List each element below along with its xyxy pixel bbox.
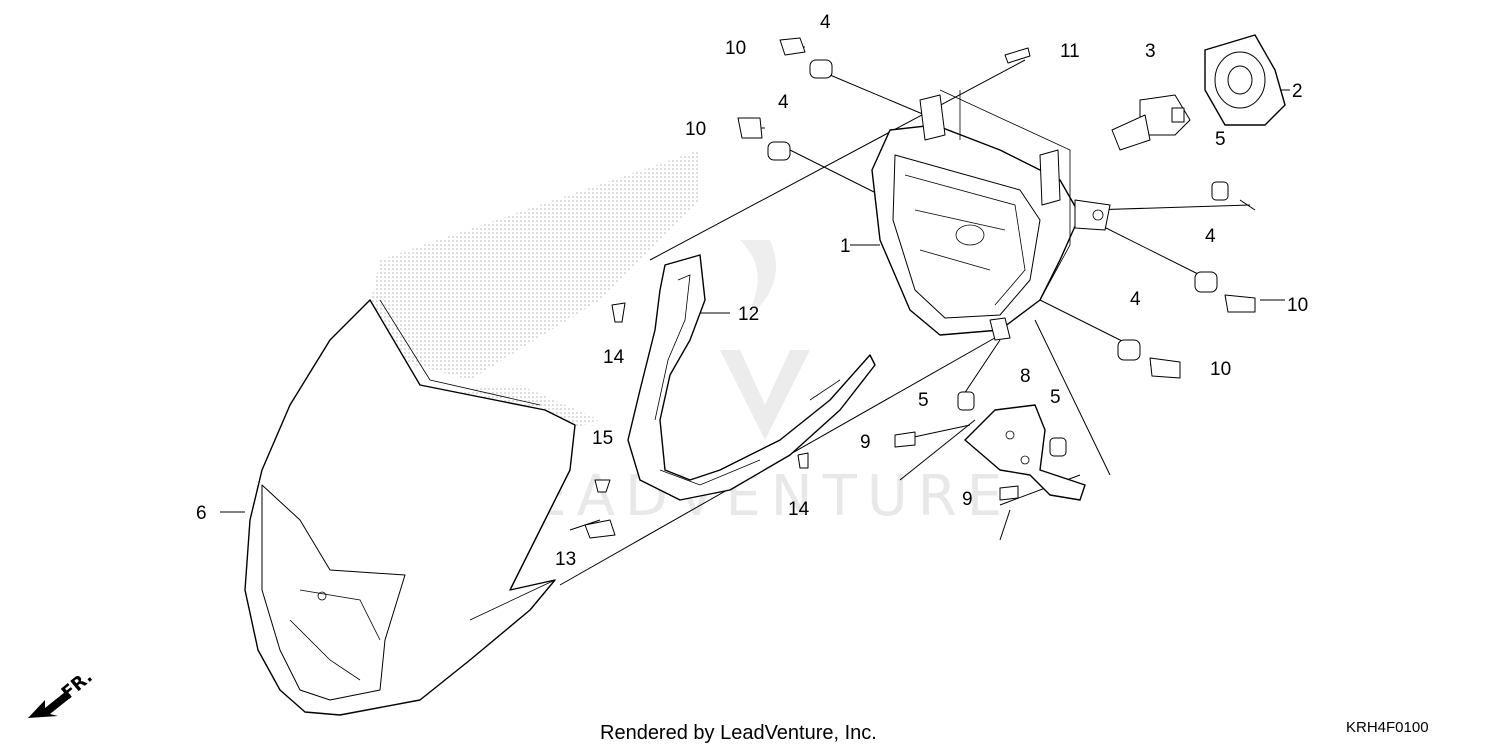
callout-10c: 10 bbox=[1287, 295, 1308, 316]
callout-10d: 10 bbox=[1210, 359, 1231, 380]
callout-9b: 9 bbox=[962, 489, 973, 510]
callout-15: 15 bbox=[592, 428, 613, 449]
callout-10a: 10 bbox=[725, 38, 746, 59]
callout-1: 1 bbox=[840, 236, 851, 257]
callout-12: 12 bbox=[738, 304, 759, 325]
callout-4d: 4 bbox=[1130, 289, 1141, 310]
callout-4c: 4 bbox=[1205, 226, 1216, 247]
mount-bracket bbox=[964, 404, 1086, 501]
callout-6: 6 bbox=[196, 503, 207, 524]
dust-cover bbox=[1204, 34, 1286, 126]
headlight-cowl bbox=[244, 299, 576, 716]
front-arrow-icon: FR. bbox=[28, 666, 97, 718]
footer-credit: Rendered by LeadVenture, Inc. bbox=[600, 722, 877, 744]
callout-4b: 4 bbox=[778, 92, 789, 113]
callout-3: 3 bbox=[1145, 41, 1156, 62]
callout-5b: 5 bbox=[918, 390, 929, 411]
inner-bracket bbox=[627, 254, 876, 501]
callout-4a: 4 bbox=[820, 12, 831, 33]
bulb bbox=[1111, 94, 1191, 151]
callout-13: 13 bbox=[555, 549, 576, 570]
callout-8: 8 bbox=[1020, 366, 1031, 387]
callout-11: 11 bbox=[1060, 41, 1080, 62]
callout-14a: 14 bbox=[603, 347, 625, 368]
callout-2: 2 bbox=[1292, 81, 1303, 102]
callout-5a: 5 bbox=[1215, 129, 1226, 150]
callout-10b: 10 bbox=[685, 119, 706, 140]
callouts: 1 2 3 4 4 4 4 5 5 5 6 8 9 9 10 10 10 10 … bbox=[196, 12, 1308, 570]
callout-5c: 5 bbox=[1050, 387, 1061, 408]
callout-14b: 14 bbox=[788, 499, 810, 520]
fasteners bbox=[584, 37, 1256, 539]
diagram-code: KRH4F0100 bbox=[1346, 719, 1429, 736]
callout-9a: 9 bbox=[860, 432, 871, 453]
leader-lines bbox=[220, 46, 1290, 586]
headlight-unit bbox=[871, 89, 1111, 341]
